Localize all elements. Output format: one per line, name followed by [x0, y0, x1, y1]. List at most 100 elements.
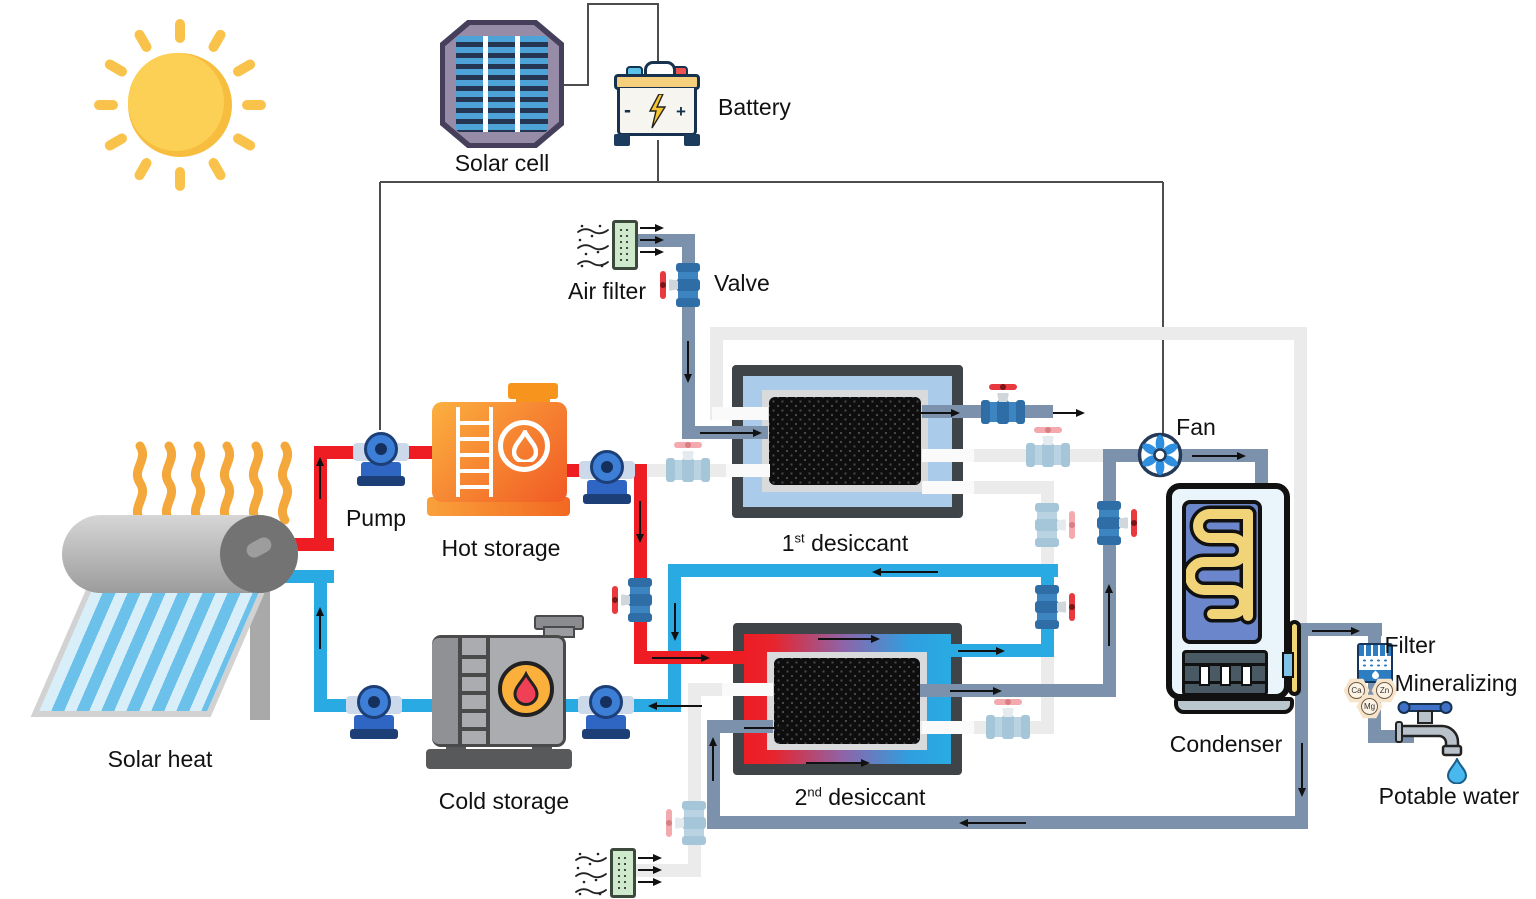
- sun-icon: [80, 5, 280, 205]
- mineralizing-label: Mineralizing: [1394, 670, 1518, 696]
- mineral-mg-icon: Mg: [1356, 694, 1383, 719]
- valve-label: Valve: [714, 270, 770, 296]
- idle-pipe: [1294, 327, 1307, 637]
- flow-arrow: [700, 429, 762, 437]
- filter-label: Filter: [1384, 632, 1436, 658]
- port-stub: [722, 683, 773, 696]
- battery-minus-label: -: [624, 99, 631, 122]
- port-stub: [922, 721, 974, 734]
- air-pipe: [707, 720, 773, 733]
- solar-cell-icon: [440, 20, 564, 148]
- flow-arrow: [1053, 409, 1085, 417]
- dust-particles-2-icon: [575, 852, 607, 896]
- air-in-arrow: [640, 248, 664, 256]
- bolt-icon: [648, 94, 667, 129]
- battery-icon: - +: [612, 58, 704, 150]
- air-pipe: [637, 234, 695, 247]
- air-in-arrow: [640, 224, 664, 232]
- valve: [980, 380, 1026, 426]
- main-valve: [656, 262, 702, 308]
- idle-pipe: [710, 327, 723, 420]
- air-in-arrow: [638, 854, 662, 862]
- valve-idle: [662, 800, 708, 846]
- battery-handle: [644, 61, 676, 78]
- flow-arrow: [744, 724, 788, 732]
- flow-arrow: [958, 647, 1005, 655]
- flow-arrow: [674, 603, 676, 639]
- hot-pipe: [634, 464, 647, 664]
- air-in-arrow: [640, 236, 664, 244]
- flow-arrow: [1312, 627, 1360, 635]
- pump-cold-right: [578, 685, 634, 741]
- flow-arrow: [712, 739, 714, 781]
- flow-arrow: [319, 459, 321, 499]
- flow-arrow: [687, 341, 689, 381]
- desiccant-2-label: 2nd desiccant: [794, 784, 926, 810]
- solar-cell-label: Solar cell: [454, 150, 550, 176]
- water-filter-icon: [1357, 643, 1393, 683]
- air-filter-label: Air filter: [568, 278, 646, 304]
- condenser-panel: [1182, 500, 1262, 644]
- flow-arrow: [650, 705, 702, 707]
- air-filter-2-icon: [610, 848, 636, 898]
- pump-cold-left: [346, 685, 402, 741]
- cold-storage-icon: [426, 613, 584, 771]
- flow-arrow: [961, 822, 1026, 824]
- valve-idle: [665, 438, 711, 484]
- air-in-arrow: [638, 866, 662, 874]
- flow-arrow: [874, 571, 938, 573]
- port-stub: [712, 407, 768, 420]
- solar-heat-label: Solar heat: [107, 746, 213, 772]
- desiccant-2-media: [774, 658, 920, 744]
- flow-arrow: [818, 635, 880, 643]
- condenser-label: Condenser: [1169, 731, 1283, 757]
- valve-idle: [985, 695, 1031, 741]
- desiccant-1-media: [769, 397, 921, 485]
- condenser-vents: [1182, 650, 1268, 696]
- dust-particles-icon: [577, 224, 609, 268]
- port-stub: [922, 449, 974, 462]
- water-drop-icon: [1446, 758, 1468, 784]
- pump-hot-in: [353, 432, 409, 488]
- valve: [1095, 500, 1141, 546]
- air-pipe: [920, 684, 1116, 697]
- cold-pipe: [668, 564, 1058, 577]
- mineral-zn-icon: Zn: [1371, 678, 1398, 703]
- flow-arrow: [1192, 452, 1246, 460]
- air-pipe: [1103, 455, 1116, 697]
- heat-waves-icon: [132, 441, 293, 525]
- collector-leg: [250, 588, 270, 720]
- pump-label: Pump: [345, 505, 407, 531]
- condenser-outlet: [1282, 652, 1294, 678]
- flow-arrow: [319, 609, 321, 649]
- air-in-arrow: [638, 878, 662, 886]
- flow-arrow: [950, 687, 1002, 695]
- valve: [608, 577, 654, 623]
- flow-arrow: [639, 501, 641, 541]
- valve: [1033, 584, 1079, 630]
- flow-arrow: [1301, 743, 1303, 795]
- condenser-base: [1174, 697, 1294, 714]
- potable-water-label: Potable water: [1378, 783, 1520, 809]
- fan-icon: [1137, 432, 1183, 478]
- port-stub: [726, 464, 770, 477]
- valve-idle: [1033, 502, 1079, 548]
- hot-storage-label: Hot storage: [441, 535, 561, 561]
- fan-label: Fan: [1176, 414, 1216, 440]
- air-filter-icon: [612, 220, 638, 270]
- cold-storage-label: Cold storage: [438, 788, 570, 814]
- battery-label: Battery: [718, 94, 791, 120]
- faucet-icon: [1395, 701, 1463, 757]
- idle-pipe: [710, 327, 1307, 340]
- idle-pipe: [688, 683, 701, 877]
- mineral-ca-icon: Ca: [1343, 678, 1370, 703]
- pump-hot-out: [579, 450, 635, 506]
- flow-arrow: [920, 409, 960, 417]
- flow-arrow: [1108, 586, 1110, 646]
- idle-pipe: [634, 864, 701, 877]
- hot-storage-icon: [427, 380, 570, 518]
- valve-idle: [1025, 423, 1071, 469]
- flow-arrow: [806, 759, 870, 767]
